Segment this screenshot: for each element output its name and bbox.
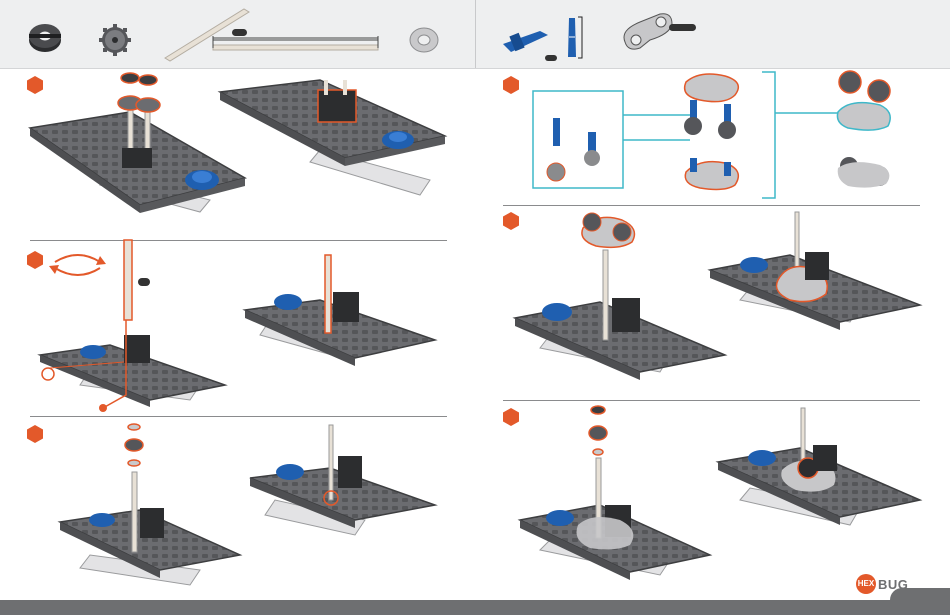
logo-wordmark: BUG (878, 577, 908, 592)
logo-hex-mark: HEX (856, 574, 876, 594)
step-1-assembly-b (220, 80, 445, 195)
step-3-assembly-b (250, 425, 435, 535)
step-2-assembly-b (245, 255, 435, 366)
step-4-marker (503, 76, 519, 94)
step-6-assembly-b (718, 408, 920, 525)
step-6-marker (503, 408, 519, 426)
step-3-marker (27, 425, 43, 443)
step-5-marker (503, 212, 519, 230)
page-gutter (474, 70, 475, 598)
assembly-illustrations (0, 0, 950, 600)
step-3-assembly-a (60, 424, 240, 585)
hexbug-logo: HEX BUG (856, 574, 908, 594)
step-6-assembly-a (520, 406, 710, 580)
step-2-assembly-a (40, 240, 225, 412)
footer-bar (0, 600, 950, 615)
step-5-assembly-a (515, 213, 725, 380)
step-2-marker (27, 251, 43, 269)
step-4-diagram (533, 71, 890, 198)
step-2-badge (138, 278, 150, 286)
rotate-arrow-icon (49, 255, 106, 275)
step-1-marker (27, 76, 43, 94)
step-1-assembly-a (30, 73, 245, 213)
step-5-assembly-b (710, 212, 920, 330)
